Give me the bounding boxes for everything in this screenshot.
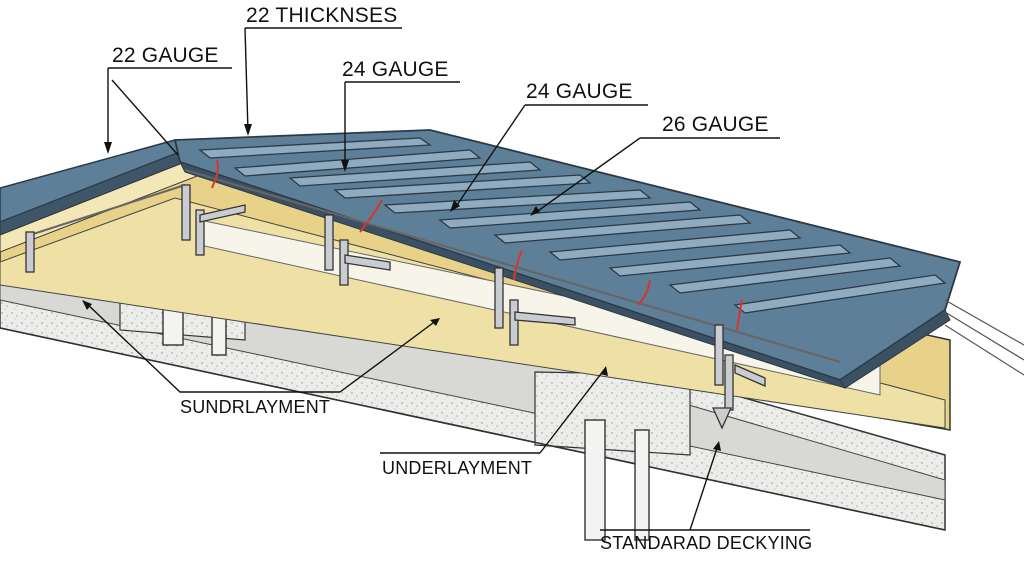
label-22-thickness: 22 THICKNSES [246,4,398,27]
leader-lines [84,27,810,531]
label-24-gauge-right: 24 GAUGE [526,80,633,103]
metal-roof-panels [173,129,1024,389]
red-flow-arrows [211,159,743,331]
leader-arrowheads [82,124,721,451]
label-sundrlayment: SUNDRLAYMENT [180,397,331,417]
label-26-gauge: 26 GAUGE [662,113,769,136]
fastener-clips [25,184,766,430]
support-rails [29,169,841,363]
label-22-gauge: 22 GAUGE [112,44,219,67]
label-standard-decking: STANDARAD DECKYING [600,533,813,553]
label-underlayment: UNDERLAYMENT [382,458,533,478]
label-24-gauge-left: 24 GAUGE [342,58,449,81]
